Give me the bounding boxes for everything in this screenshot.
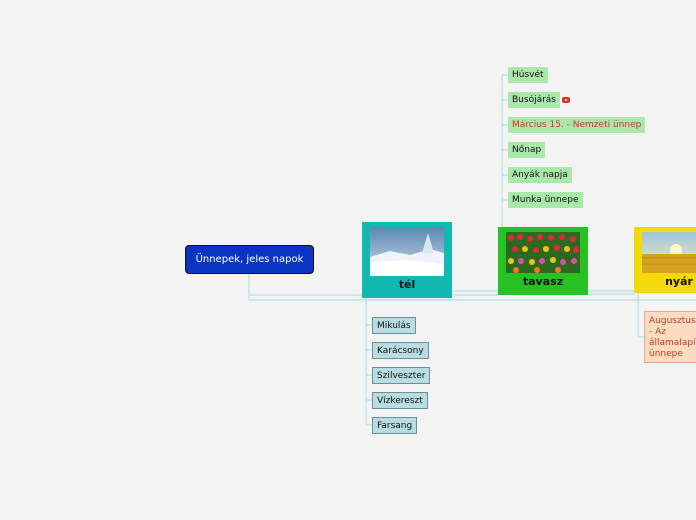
youtube-icon[interactable]: [562, 97, 570, 103]
topic-karacsony[interactable]: Karácsony: [372, 342, 429, 359]
topic-vizkereszt[interactable]: Vízkereszt: [372, 392, 428, 409]
root-label: Ünnepek, jeles napok: [195, 253, 304, 265]
topic-farsang[interactable]: Farsang: [372, 417, 418, 434]
season-node-tavasz[interactable]: tavasz: [498, 227, 588, 295]
root-node[interactable]: Ünnepek, jeles napok: [185, 245, 314, 274]
topic-husvet[interactable]: Húsvét: [508, 67, 548, 83]
season-label-nyar: nyár: [665, 275, 693, 288]
topic-anyak-napja[interactable]: Anyák napja: [508, 167, 572, 183]
season-label-tavasz: tavasz: [522, 275, 564, 288]
topic-nonap[interactable]: Nőnap: [508, 142, 546, 158]
topic-busojaras[interactable]: Busójárás: [508, 92, 560, 108]
topic-marcius-15[interactable]: Március 15. - Nemzeti ünnep: [508, 117, 646, 133]
topic-szilveszter[interactable]: Szilveszter: [372, 367, 431, 384]
winter-landscape-image: [370, 227, 444, 276]
season-node-nyar[interactable]: nyár: [634, 227, 696, 293]
tulip-field-image: [506, 232, 580, 273]
topic-augusztus-20[interactable]: Augusztus - Az államalapí ünnepe: [644, 311, 696, 363]
season-node-tel[interactable]: tél: [362, 222, 452, 298]
topic-munka-unnepe[interactable]: Munka ünnepe: [508, 192, 583, 208]
season-label-tel: tél: [398, 278, 416, 291]
wheat-field-image: [642, 232, 696, 273]
topic-mikulas[interactable]: Mikulás: [372, 317, 416, 334]
